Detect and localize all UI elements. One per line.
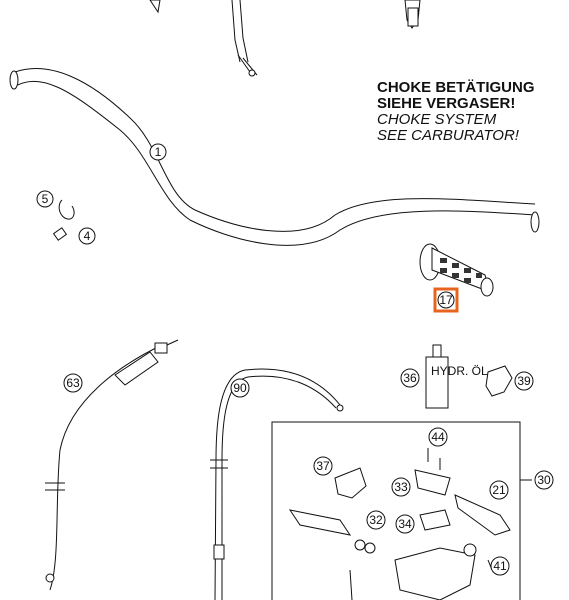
clamp-part: [485, 365, 513, 397]
callout-41: 41: [490, 556, 510, 576]
callout-4: 4: [78, 227, 96, 245]
callout-32-label: 32: [369, 513, 383, 527]
pin: [52, 227, 68, 241]
callout-34: 34: [395, 514, 415, 534]
choke-note-en-line1: CHOKE SYSTEM: [377, 111, 497, 128]
callout-1: 1: [149, 143, 167, 161]
lever-assembly-box: [271, 421, 532, 600]
callout-32: 32: [366, 510, 386, 530]
callout-39-label: 39: [517, 374, 531, 388]
hydraulic-oil-bottle: HYDR. ÖL: [425, 344, 488, 409]
choke-note-en-line2: SEE CARBURATOR!: [377, 127, 519, 144]
callout-4-label: 4: [84, 229, 91, 243]
choke-note-de-line2: SIEHE VERGASER!: [377, 95, 516, 112]
throttle-grip: [419, 243, 494, 297]
callout-30: 30: [534, 470, 554, 490]
callout-90-label: 90: [233, 381, 247, 395]
callout-37: 37: [313, 456, 333, 476]
bottle-label: HYDR. ÖL: [431, 364, 488, 378]
callout-33-label: 33: [394, 480, 408, 494]
throttle-cable: [210, 368, 344, 600]
clutch-cable: [45, 339, 179, 591]
callout-17: 17: [433, 287, 459, 313]
callout-37-label: 37: [316, 459, 330, 473]
callout-33: 33: [391, 477, 411, 497]
callout-63: 63: [63, 373, 83, 393]
callout-44-label: 44: [431, 430, 445, 444]
circlip: [58, 199, 75, 220]
callout-5-label: 5: [42, 192, 49, 206]
callout-1-label: 1: [155, 145, 162, 159]
lever-parts: [288, 448, 511, 600]
callout-21-label: 21: [492, 483, 506, 497]
callout-34-label: 34: [398, 517, 412, 531]
choke-note: CHOKE BETÄTIGUNG SIEHE VERGASER! CHOKE S…: [377, 80, 562, 144]
top-cable-assembly: [149, 0, 258, 77]
callout-39: 39: [514, 371, 534, 391]
callout-44: 44: [428, 427, 448, 447]
callout-41-label: 41: [493, 559, 507, 573]
callout-30-label: 30: [537, 473, 551, 487]
handlebar: [9, 68, 540, 246]
callout-90: 90: [230, 378, 250, 398]
choke-note-de-line1: CHOKE BETÄTIGUNG: [377, 79, 535, 96]
callout-17-label: 17: [439, 293, 453, 307]
callout-63-label: 63: [66, 376, 80, 390]
callout-21: 21: [489, 480, 509, 500]
callout-36-label: 36: [403, 371, 417, 385]
top-right-part: [404, 0, 421, 29]
callout-36: 36: [400, 368, 420, 388]
callout-5: 5: [36, 190, 54, 208]
